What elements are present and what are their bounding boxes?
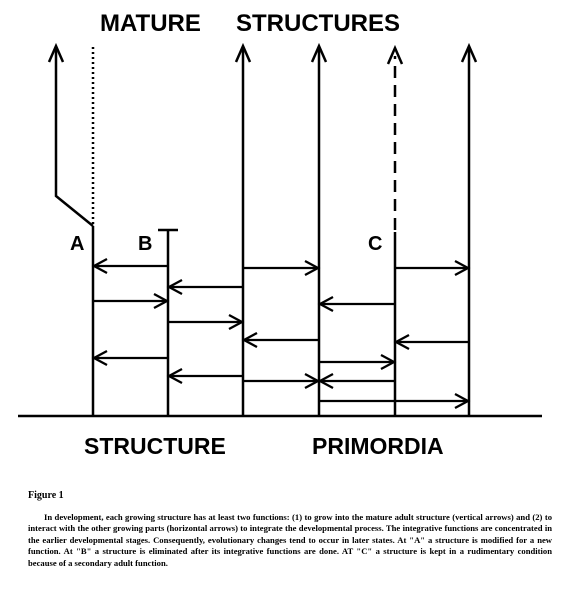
figure-label: Figure 1 [28,490,64,501]
label-b: B [138,233,152,255]
title-structures: STRUCTURES [236,10,400,37]
interaction-arrow-12 [166,367,243,385]
label-a: A [70,233,84,255]
figure-caption: In development, each growing structure h… [28,512,552,568]
interaction-arrow-8 [241,331,319,349]
interaction-arrow-4 [166,278,243,296]
interaction-arrow-11 [319,353,397,371]
structure-arrow-3 [234,42,252,416]
interaction-arrow-3 [395,259,471,277]
interaction-arrow-10 [91,349,168,367]
interaction-arrow-6 [317,295,395,313]
structure-arrow-4 [310,42,328,416]
label-structure: STRUCTURE [84,433,226,459]
interaction-arrow-5 [93,292,170,310]
interaction-arrow-14 [317,372,395,390]
interaction-arrow-7 [168,313,245,331]
title-mature: MATURE [100,10,201,37]
interaction-arrow-1 [91,257,168,275]
label-c: C [368,233,382,255]
structure-a-stem [47,42,95,416]
interaction-arrow-9 [393,333,469,351]
interaction-arrow-2 [243,259,321,277]
structure-c-stem [386,44,404,416]
structure-arrow-6 [460,42,478,416]
label-primordia: PRIMORDIA [312,433,444,459]
interaction-arrow-15 [319,392,471,410]
interaction-arrow-13 [243,372,321,390]
